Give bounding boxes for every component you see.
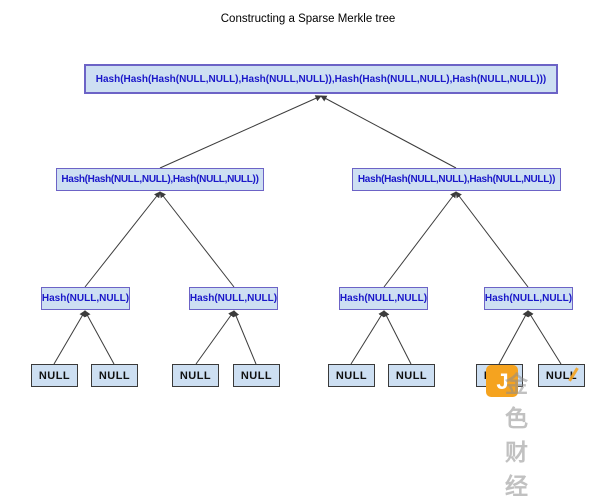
tree-connector-lines	[53, 95, 562, 365]
level3-node-1: Hash(NULL,NULL)	[41, 287, 130, 310]
leaf-node-2: NULL	[91, 364, 138, 387]
level3-node-4: Hash(NULL,NULL)	[484, 287, 573, 310]
leaf-node-1: NULL	[31, 364, 78, 387]
leaf-node-4: NULL	[233, 364, 280, 387]
level2-node-right: Hash(Hash(NULL,NULL),Hash(NULL,NULL))	[352, 168, 561, 191]
level3-node-2: Hash(NULL,NULL)	[189, 287, 278, 310]
leaf-node-6: NULL	[388, 364, 435, 387]
level2-node-left: Hash(Hash(NULL,NULL),Hash(NULL,NULL))	[56, 168, 264, 191]
diagram-title: Constructing a Sparse Merkle tree	[220, 13, 396, 25]
level3-node-3: Hash(NULL,NULL)	[339, 287, 428, 310]
merkle-root-node: Hash(Hash(Hash(NULL,NULL),Hash(NULL,NULL…	[84, 64, 558, 94]
merkle-tree-diagram: Constructing a Sparse Merkle tree Hash(H…	[31, 13, 585, 499]
leaf-node-3: NULL	[172, 364, 219, 387]
leaf-node-8: NULL	[538, 364, 585, 387]
leaf-node-5: NULL	[328, 364, 375, 387]
leaf-node-7: NULL	[476, 364, 523, 387]
